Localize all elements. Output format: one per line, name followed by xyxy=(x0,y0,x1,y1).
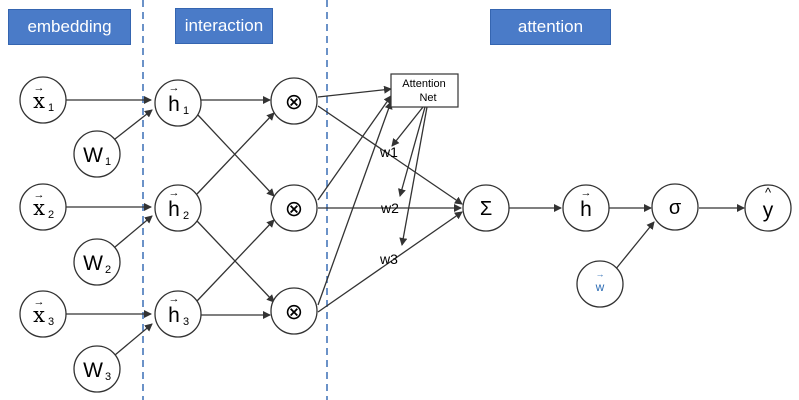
edge-h3-p2 xyxy=(196,219,275,302)
attention-net-line1: Attention xyxy=(402,78,445,90)
weight-label-w3: w3 xyxy=(379,251,398,267)
h1-vector-arrow: → xyxy=(169,82,180,94)
attention-net-box: Attention Net xyxy=(390,73,459,108)
weight-label-w1: w1 xyxy=(379,144,398,160)
x3-sub: 3 xyxy=(48,316,54,328)
sum-node: Σ xyxy=(462,184,510,232)
h1-base: h xyxy=(168,93,180,116)
y-hat-base: y xyxy=(763,199,774,222)
hidden-node-h2: → h 2 xyxy=(154,184,202,232)
interaction-label-text: interaction xyxy=(184,16,264,35)
hidden-node-h3: → h 3 xyxy=(154,290,202,338)
attention-label-text: attention xyxy=(517,17,584,36)
edges xyxy=(66,85,745,356)
edge-h2-p1 xyxy=(196,112,275,195)
x1-base: x xyxy=(33,89,45,113)
h3-sub: 3 xyxy=(183,316,189,328)
W2-sub: 2 xyxy=(105,264,111,276)
edge-net-w2 xyxy=(398,106,426,197)
output-h-node: → h xyxy=(562,184,610,232)
input-node-x1: → x 1 xyxy=(19,76,67,124)
edge-w1-h1 xyxy=(114,109,153,140)
edge-p3-net xyxy=(317,101,393,306)
sum-symbol: Σ xyxy=(480,198,492,220)
weight-node-W2: W 2 xyxy=(73,238,121,286)
x1-vector-arrow: → xyxy=(34,82,45,94)
product-node-3: ⊗ xyxy=(270,287,318,335)
embedding-section-label: embedding xyxy=(8,9,131,45)
h2-vector-arrow: → xyxy=(169,187,180,199)
y-hat-caret: ^ xyxy=(765,185,772,200)
product-2-symbol: ⊗ xyxy=(285,196,303,221)
h2-sub: 2 xyxy=(183,210,189,222)
attention-net-line2: Net xyxy=(419,92,436,104)
edge-w-sigma xyxy=(614,221,655,271)
W3-sub: 3 xyxy=(105,371,111,383)
w-vec-arrow: → xyxy=(596,269,605,279)
product-node-1: ⊗ xyxy=(270,77,318,125)
hidden-node-h1: → h 1 xyxy=(154,79,202,127)
input-node-x3: → x 3 xyxy=(19,290,67,338)
interaction-section-label: interaction xyxy=(175,8,273,44)
product-node-2: ⊗ xyxy=(270,184,318,232)
edge-p1-net xyxy=(317,85,392,98)
x1-sub: 1 xyxy=(48,102,54,114)
edge-w3-h3 xyxy=(114,323,153,356)
sigma-node: σ xyxy=(651,183,699,231)
h1-sub: 1 xyxy=(183,105,189,117)
x2-sub: 2 xyxy=(48,209,54,221)
W3-base: W xyxy=(83,359,103,382)
W1-sub: 1 xyxy=(105,156,111,168)
W1-base: W xyxy=(83,144,103,167)
x3-vector-arrow: → xyxy=(34,296,45,308)
x2-vector-arrow: → xyxy=(34,189,45,201)
sigma-symbol: σ xyxy=(669,197,682,219)
weight-node-W1: W 1 xyxy=(73,130,121,178)
product-1-symbol: ⊗ xyxy=(285,89,303,114)
edge-h2-p3 xyxy=(196,220,275,303)
attention-section-label: attention xyxy=(490,9,611,45)
edge-net-w3 xyxy=(399,106,428,246)
x3-base: x xyxy=(33,303,45,327)
weight-node-W3: W 3 xyxy=(73,345,121,393)
weight-label-w2: w2 xyxy=(380,200,399,216)
y-hat-node: ^ y xyxy=(744,184,792,232)
h3-base: h xyxy=(168,304,180,327)
x2-base: x xyxy=(33,196,45,220)
h2-base: h xyxy=(168,198,180,221)
h-out-vector-arrow: → xyxy=(581,187,592,199)
edge-p3-sum xyxy=(317,211,463,313)
w-vector-node: → w xyxy=(576,260,624,308)
h3-vector-arrow: → xyxy=(169,293,180,305)
input-node-x2: → x 2 xyxy=(19,183,67,231)
embedding-label-text: embedding xyxy=(27,17,112,36)
edge-h1-p2 xyxy=(196,113,275,197)
product-3-symbol: ⊗ xyxy=(285,299,303,324)
edge-p1-sum xyxy=(317,105,463,205)
edge-net-w1 xyxy=(391,106,424,147)
h-out-base: h xyxy=(580,198,592,221)
edge-w2-h2 xyxy=(114,215,153,248)
w-vec-base: w xyxy=(595,280,605,294)
edge-p2-net xyxy=(317,95,392,201)
W2-base: W xyxy=(83,252,103,275)
